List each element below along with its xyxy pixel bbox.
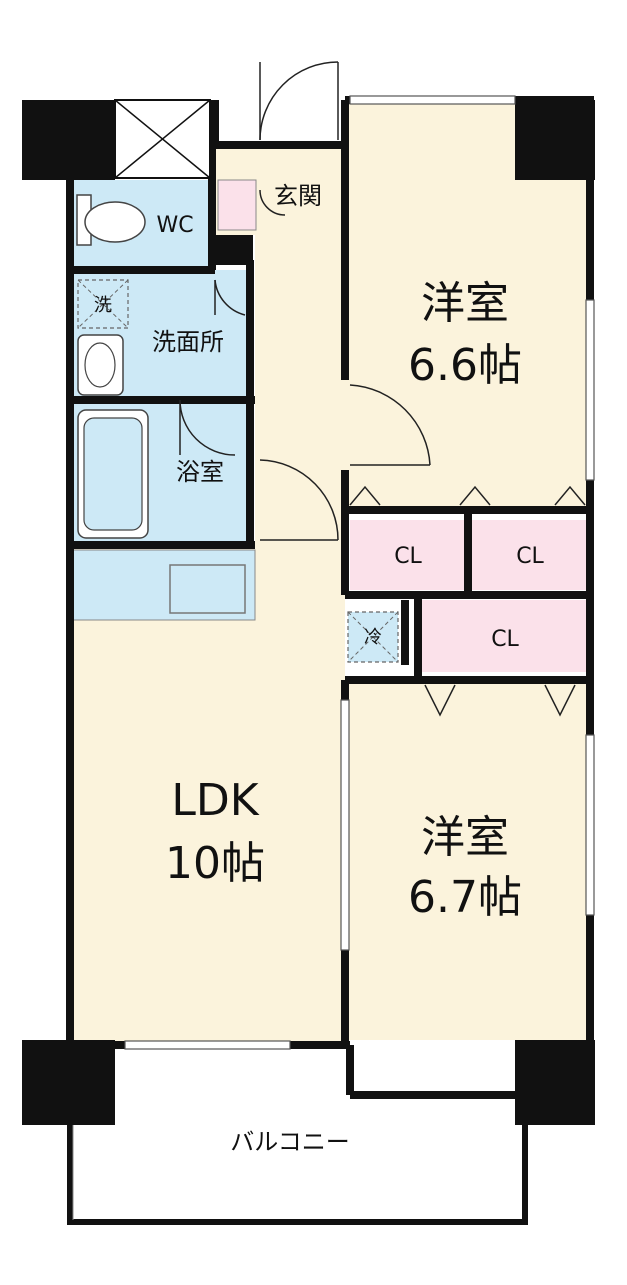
toilet-bowl <box>84 201 146 243</box>
wc-label: WC <box>156 213 193 238</box>
windows <box>124 95 595 1050</box>
closet-2-floor <box>472 520 587 590</box>
closet-2-label: CL <box>516 544 544 569</box>
hallway-floor <box>255 230 345 550</box>
ldk-name: LDK <box>171 775 259 826</box>
closet-doors <box>349 485 586 717</box>
balcony-label: バルコニー <box>230 1128 350 1156</box>
pillar <box>213 235 253 265</box>
ldk-size: 10帖 <box>165 838 265 889</box>
balcony-floor <box>70 1045 525 1220</box>
closet-1-floor <box>350 520 465 590</box>
washroom-label: 洗面所 <box>152 328 224 356</box>
western-room-1-name: 洋室 <box>421 278 509 329</box>
shoe-closet <box>217 179 257 231</box>
western-room-2-name: 洋室 <box>421 812 509 863</box>
pillar <box>22 100 115 180</box>
washbasin-bowl <box>84 342 116 388</box>
bath-label: 浴室 <box>176 458 224 486</box>
western-room-1-size: 6.6帖 <box>408 340 522 391</box>
pillar <box>515 1040 595 1125</box>
closet-1-label: CL <box>394 544 422 569</box>
pillar <box>515 100 595 180</box>
kitchen-sink <box>169 564 246 614</box>
doors <box>179 61 431 541</box>
fridge-label: 冷 <box>364 627 382 648</box>
entrance-label: 玄関 <box>274 182 322 210</box>
washer-label: 洗 <box>94 295 112 316</box>
western-room-2-size: 6.7帖 <box>408 872 522 923</box>
pillar <box>22 1040 115 1125</box>
ldk-floor <box>70 545 345 1045</box>
closet-3-label: CL <box>491 627 519 652</box>
closet-3-floor <box>422 600 587 672</box>
western-room-2-floor <box>345 680 590 1040</box>
